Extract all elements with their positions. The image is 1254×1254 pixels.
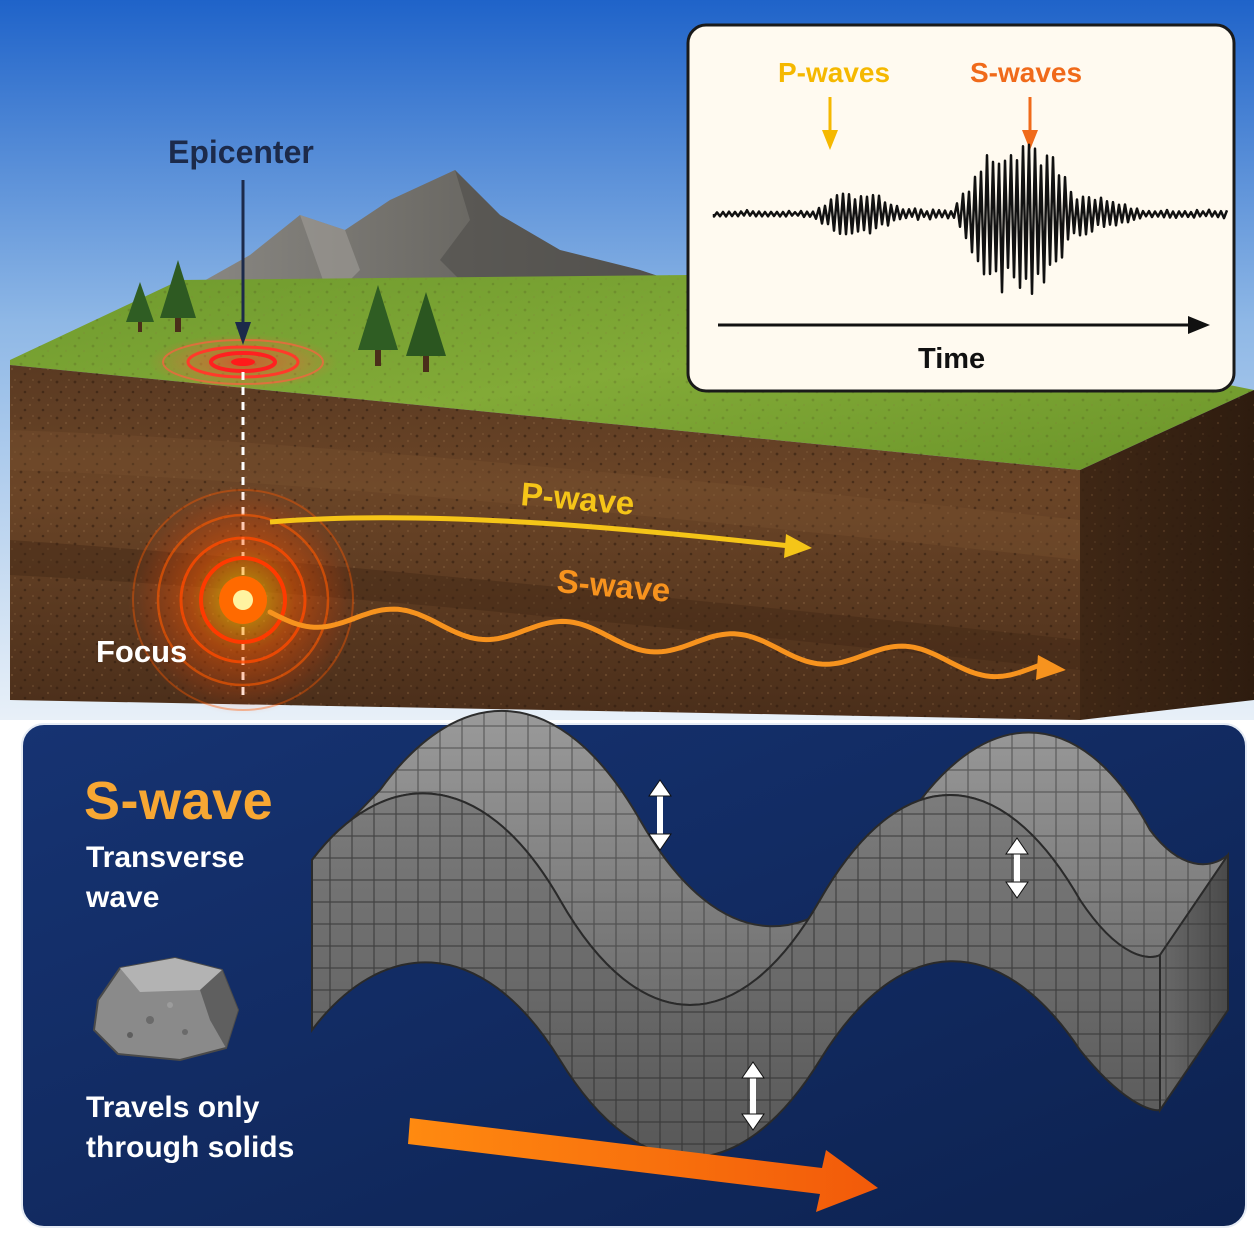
double-arrow-icon xyxy=(1005,837,1029,899)
time-axis-arrow xyxy=(718,316,1210,334)
p-waves-label: P-waves xyxy=(778,57,890,88)
double-arrow-head-up xyxy=(1005,837,1029,855)
transverse-line-2: wave xyxy=(86,881,160,914)
double-arrow-head-up xyxy=(741,1061,765,1079)
tree-icon xyxy=(126,260,446,372)
time-label: Time xyxy=(918,343,985,375)
double-arrow-icon xyxy=(648,779,672,851)
s-wave-arrow xyxy=(267,606,1066,680)
double-arrow-head-up xyxy=(648,779,672,797)
p-wave-arrow xyxy=(269,515,812,558)
seismogram-inset: P-waves S-waves Time xyxy=(686,23,1236,393)
seismogram-trace xyxy=(712,143,1229,296)
focus-label: Focus xyxy=(96,634,187,669)
p-waves-arrow xyxy=(822,97,838,150)
transverse-line-1: Transverse xyxy=(86,841,245,874)
travels-line-2: through solids xyxy=(86,1131,295,1164)
focus-marker xyxy=(128,485,358,715)
rock-icon xyxy=(92,956,240,1062)
double-arrow-head-down xyxy=(1005,881,1029,899)
double-arrow-head-down xyxy=(648,833,672,851)
travels-line-1: Travels only xyxy=(86,1091,260,1124)
transverse-wave-text: Transverse wave xyxy=(86,838,306,918)
epicenter-label: Epicenter xyxy=(168,134,314,170)
travels-solids-text: Travels only through solids xyxy=(86,1088,346,1168)
s-waves-label: S-waves xyxy=(970,57,1082,88)
s-waves-arrow xyxy=(1022,97,1038,150)
double-arrow-icon xyxy=(741,1061,765,1131)
double-arrow-head-down xyxy=(741,1113,765,1131)
epicenter-arrow xyxy=(235,180,251,345)
epicenter-marker xyxy=(148,334,338,390)
direction-arrow-icon xyxy=(408,1118,878,1212)
s-wave-panel-title: S-wave xyxy=(84,771,274,831)
